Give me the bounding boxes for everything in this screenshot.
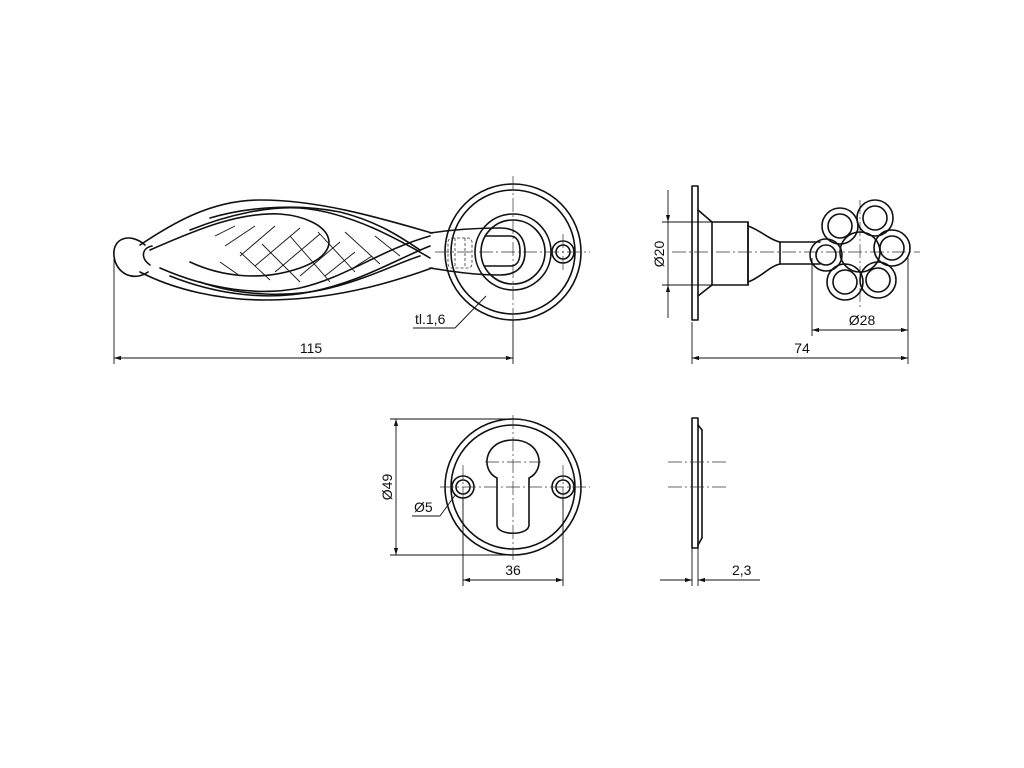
dimension-total-projection: 74 bbox=[691, 322, 909, 364]
dim-rose-diameter-label: Ø20 bbox=[651, 241, 667, 268]
lever-front-view bbox=[113, 176, 590, 330]
side-rose bbox=[711, 221, 749, 286]
escutcheon-side-plate bbox=[691, 417, 699, 549]
lever-end-knob bbox=[113, 237, 149, 278]
escutcheon-side-view bbox=[668, 417, 728, 549]
dimension-lever-length: 115 bbox=[113, 258, 514, 364]
dim-knob-diameter-label: Ø28 bbox=[849, 312, 876, 328]
dimension-screw-spacing: 36 bbox=[462, 498, 564, 586]
dim-total-projection-label: 74 bbox=[794, 340, 810, 356]
dim-thickness-note-label: tl.1,6 bbox=[415, 311, 446, 327]
dimension-screw-hole-diameter: Ø5 bbox=[412, 493, 457, 517]
cage-top-outline bbox=[139, 199, 433, 246]
dim-escutcheon-diameter-label: Ø49 bbox=[379, 474, 395, 501]
dimension-rose-diameter: Ø20 bbox=[651, 190, 712, 318]
escutcheon-front-view bbox=[440, 415, 590, 560]
lever-neck bbox=[429, 227, 526, 276]
dimension-plate-thickness-note: tl.1,6 bbox=[413, 295, 487, 329]
dimension-escutcheon-diameter: Ø49 bbox=[379, 418, 513, 556]
lever-side-view bbox=[672, 185, 920, 321]
dimension-knob-diameter: Ø28 bbox=[811, 258, 909, 336]
dim-screw-spacing-label: 36 bbox=[505, 562, 521, 578]
hidden-spindle bbox=[447, 237, 473, 269]
cage-bottom-outline bbox=[139, 267, 433, 301]
cylinder-cutout bbox=[486, 439, 540, 535]
dim-lever-length-label: 115 bbox=[300, 340, 323, 356]
side-knob-rosette bbox=[809, 199, 911, 301]
dim-screw-hole-label: Ø5 bbox=[414, 499, 433, 515]
side-plate bbox=[691, 185, 699, 321]
dimension-plate-thickness: 2,3 bbox=[660, 548, 760, 586]
dim-plate-thickness-label: 2,3 bbox=[732, 562, 752, 578]
